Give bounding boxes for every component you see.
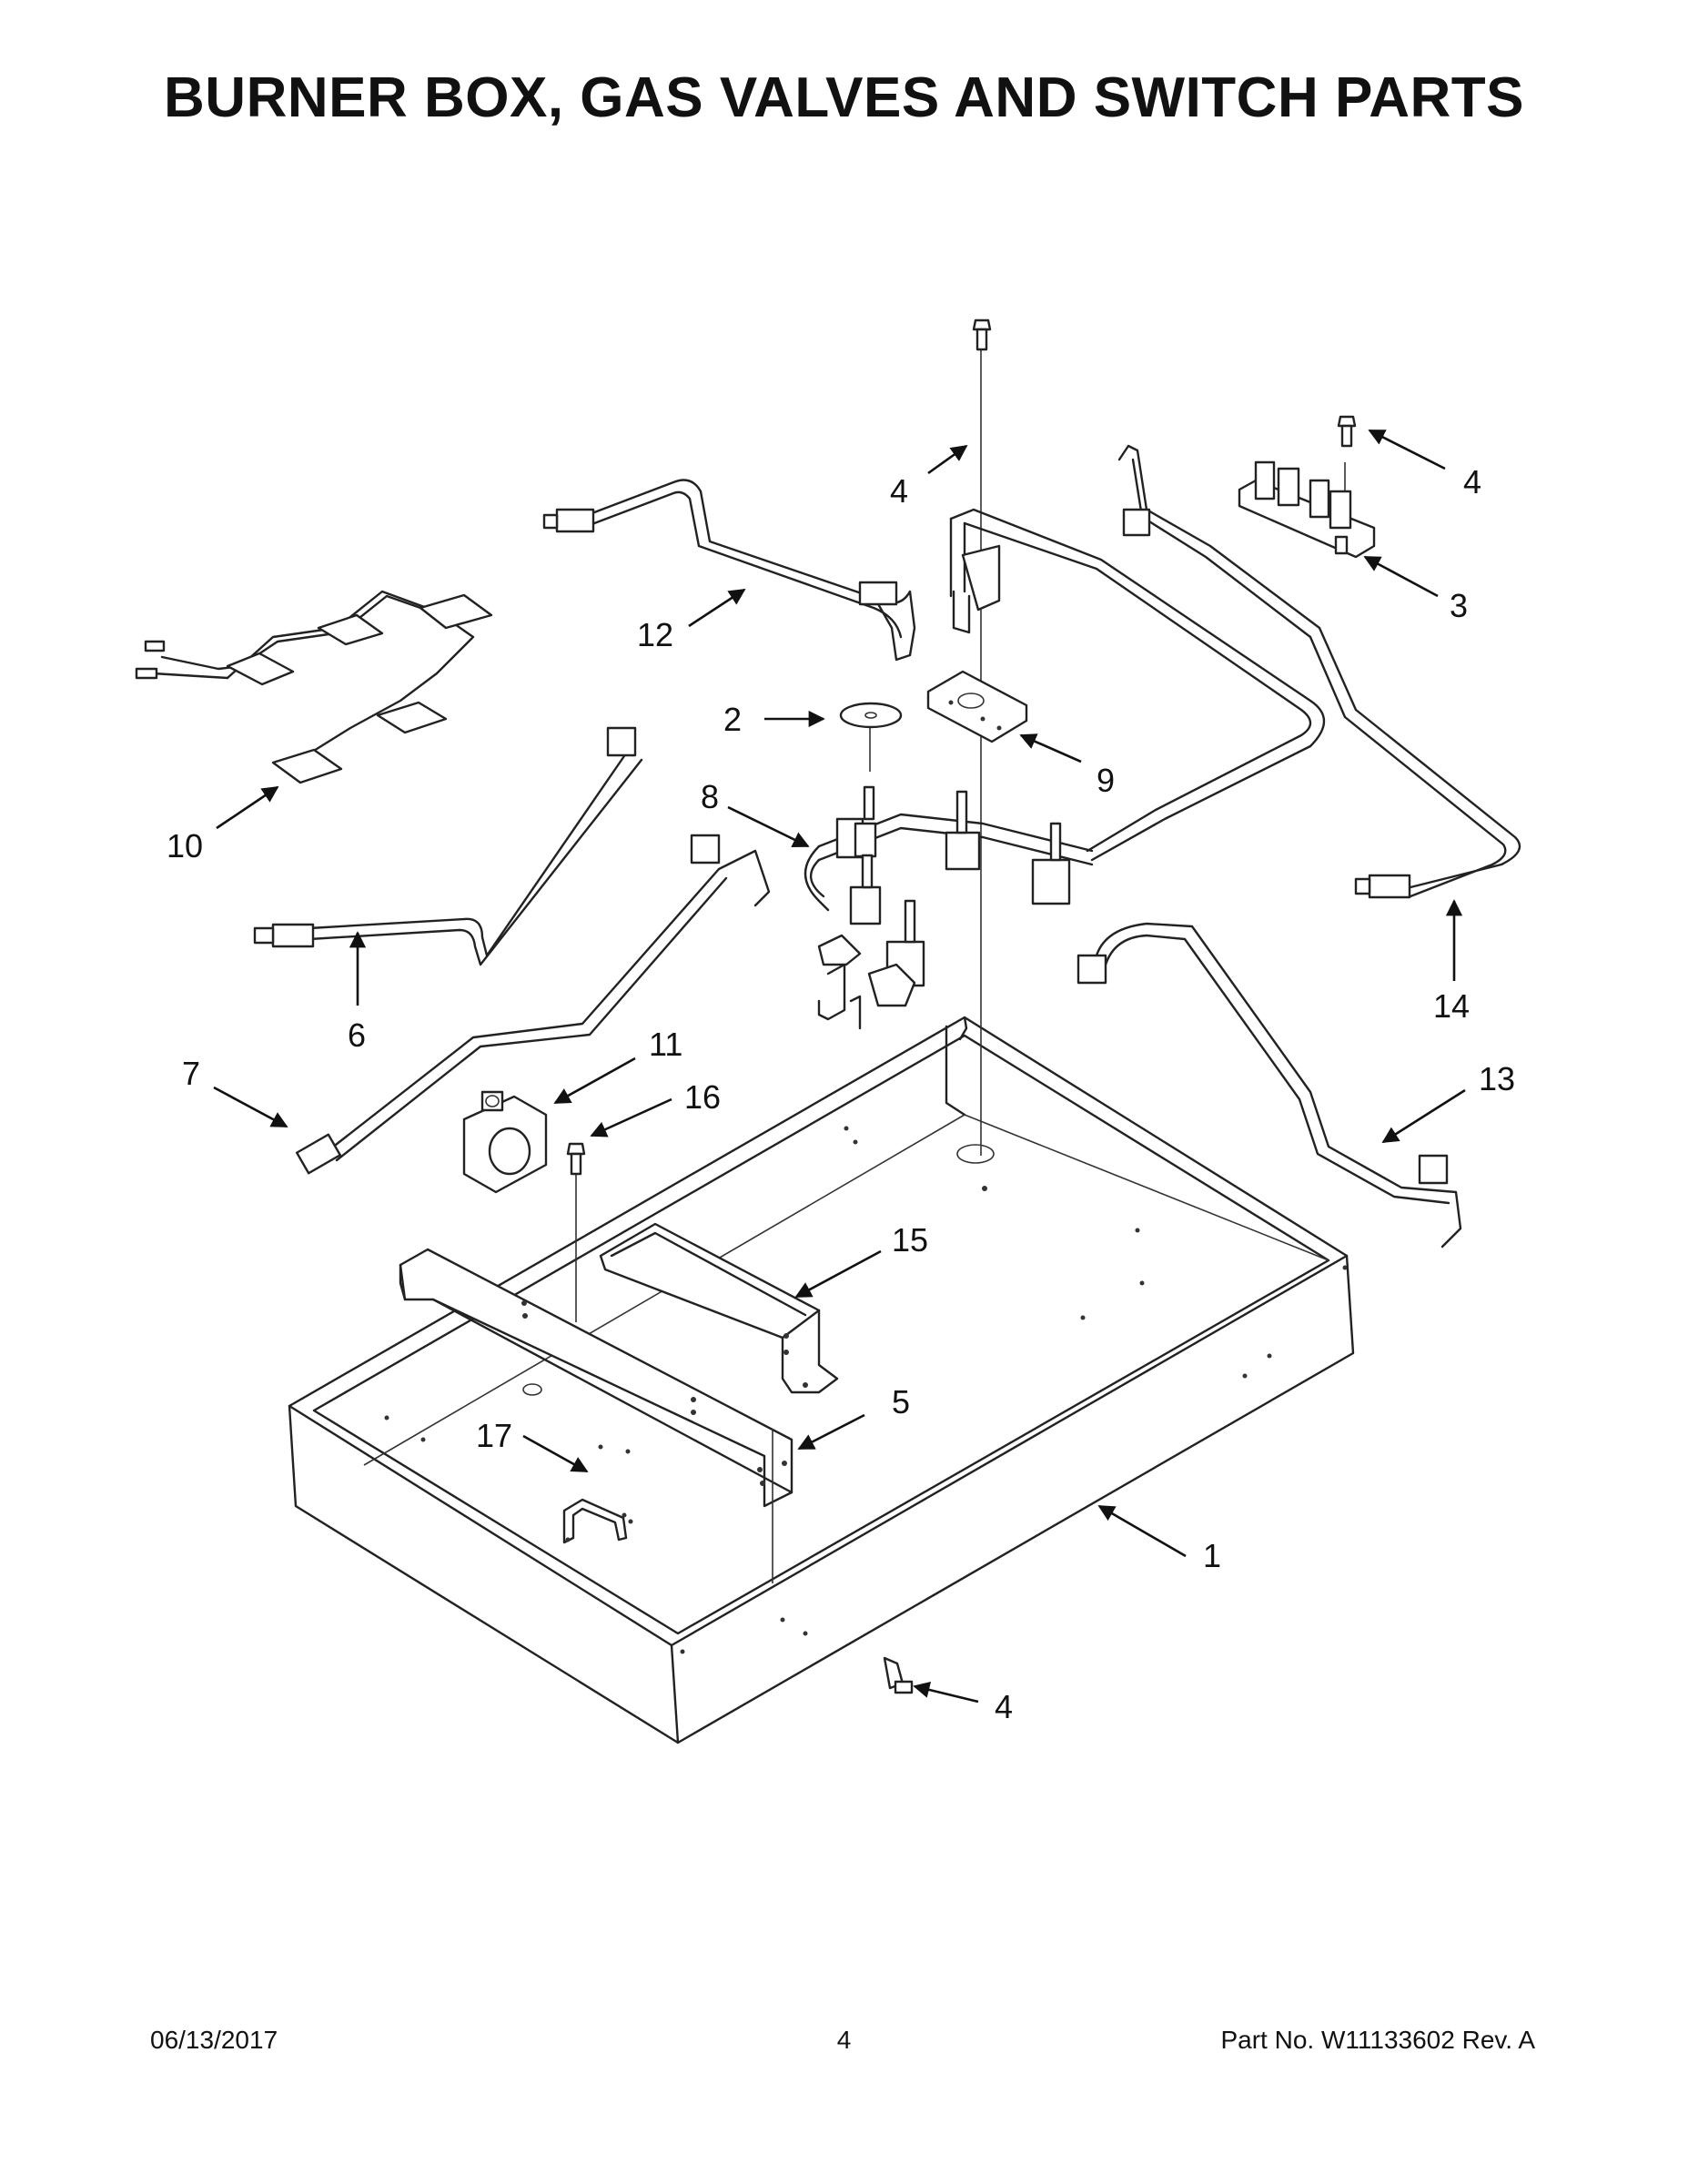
gas-tube-6 (253, 726, 643, 966)
arrow-11 (553, 1057, 636, 1105)
channel-bracket (599, 1222, 839, 1394)
burner-box (288, 1016, 1355, 1744)
callout-10: 10 (167, 827, 203, 864)
footer-page-number: 4 (836, 2026, 852, 2054)
arrow-7 (213, 1086, 288, 1128)
arrow-3 (1363, 555, 1439, 598)
footer-date: 06/13/2017 (150, 2026, 278, 2054)
callout-1: 1 (1203, 1537, 1221, 1574)
arrow-10 (216, 785, 279, 830)
callout-7: 7 (182, 1055, 200, 1092)
gas-tube-13 (1076, 922, 1462, 1249)
arrow-4b (1368, 429, 1446, 470)
callout-3: 3 (1450, 587, 1468, 624)
callout-16: 16 (684, 1078, 721, 1116)
gas-pressure-regulator (462, 1090, 548, 1194)
callout-6: 6 (348, 1016, 366, 1054)
page-title: BURNER BOX, GAS VALVES AND SWITCH PARTS (164, 66, 1524, 129)
callout-11: 11 (649, 1026, 682, 1063)
gas-tube-7 (295, 834, 771, 1175)
callout-2: 2 (723, 701, 742, 738)
callout-4-right: 4 (1463, 463, 1481, 500)
arrow-1 (1097, 1504, 1187, 1558)
gas-tube-14 (1117, 444, 1521, 899)
callout-8: 8 (701, 778, 719, 815)
screw-16 (566, 1142, 586, 1176)
arrow-16 (590, 1097, 672, 1138)
callout-14: 14 (1433, 987, 1470, 1025)
callout-4-top: 4 (890, 472, 908, 510)
ignition-switch-block (1238, 460, 1376, 559)
callout-9: 9 (1097, 762, 1115, 799)
callout-13: 13 (1479, 1060, 1515, 1097)
footer-part-number: Part No. W11133602 Rev. A (1220, 2026, 1535, 2054)
callout-arrows (213, 429, 1466, 1704)
arrow-17 (522, 1434, 589, 1473)
screw-bottom (883, 1656, 914, 1694)
arrow-13 (1381, 1088, 1466, 1144)
arrow-15 (794, 1249, 882, 1299)
screw-top (972, 318, 992, 351)
callout-15: 15 (892, 1221, 928, 1259)
ignition-harness (135, 590, 493, 784)
arrow-5 (797, 1413, 865, 1451)
callout-5: 5 (892, 1383, 910, 1421)
washer (839, 702, 903, 729)
callout-4-bottom: 4 (995, 1688, 1013, 1725)
callout-labels: 1 2 3 4 4 4 5 6 7 8 9 10 11 12 13 14 15 … (167, 463, 1515, 1725)
screw-right (1337, 415, 1357, 448)
gas-manifold-tube (949, 508, 1326, 862)
valve-mounting-plate (926, 670, 1028, 743)
callout-17: 17 (476, 1417, 512, 1454)
gas-valve-assembly (804, 785, 1094, 1030)
arrow-12 (688, 588, 746, 628)
callout-12: 12 (637, 616, 673, 653)
gas-tube-12 (542, 479, 916, 662)
arrow-8 (727, 805, 810, 848)
arrow-4a (927, 444, 968, 475)
small-bracket (562, 1498, 628, 1544)
arrow-4c (913, 1682, 979, 1704)
cross-bracket (399, 1248, 793, 1508)
arrow-9 (1019, 733, 1082, 763)
